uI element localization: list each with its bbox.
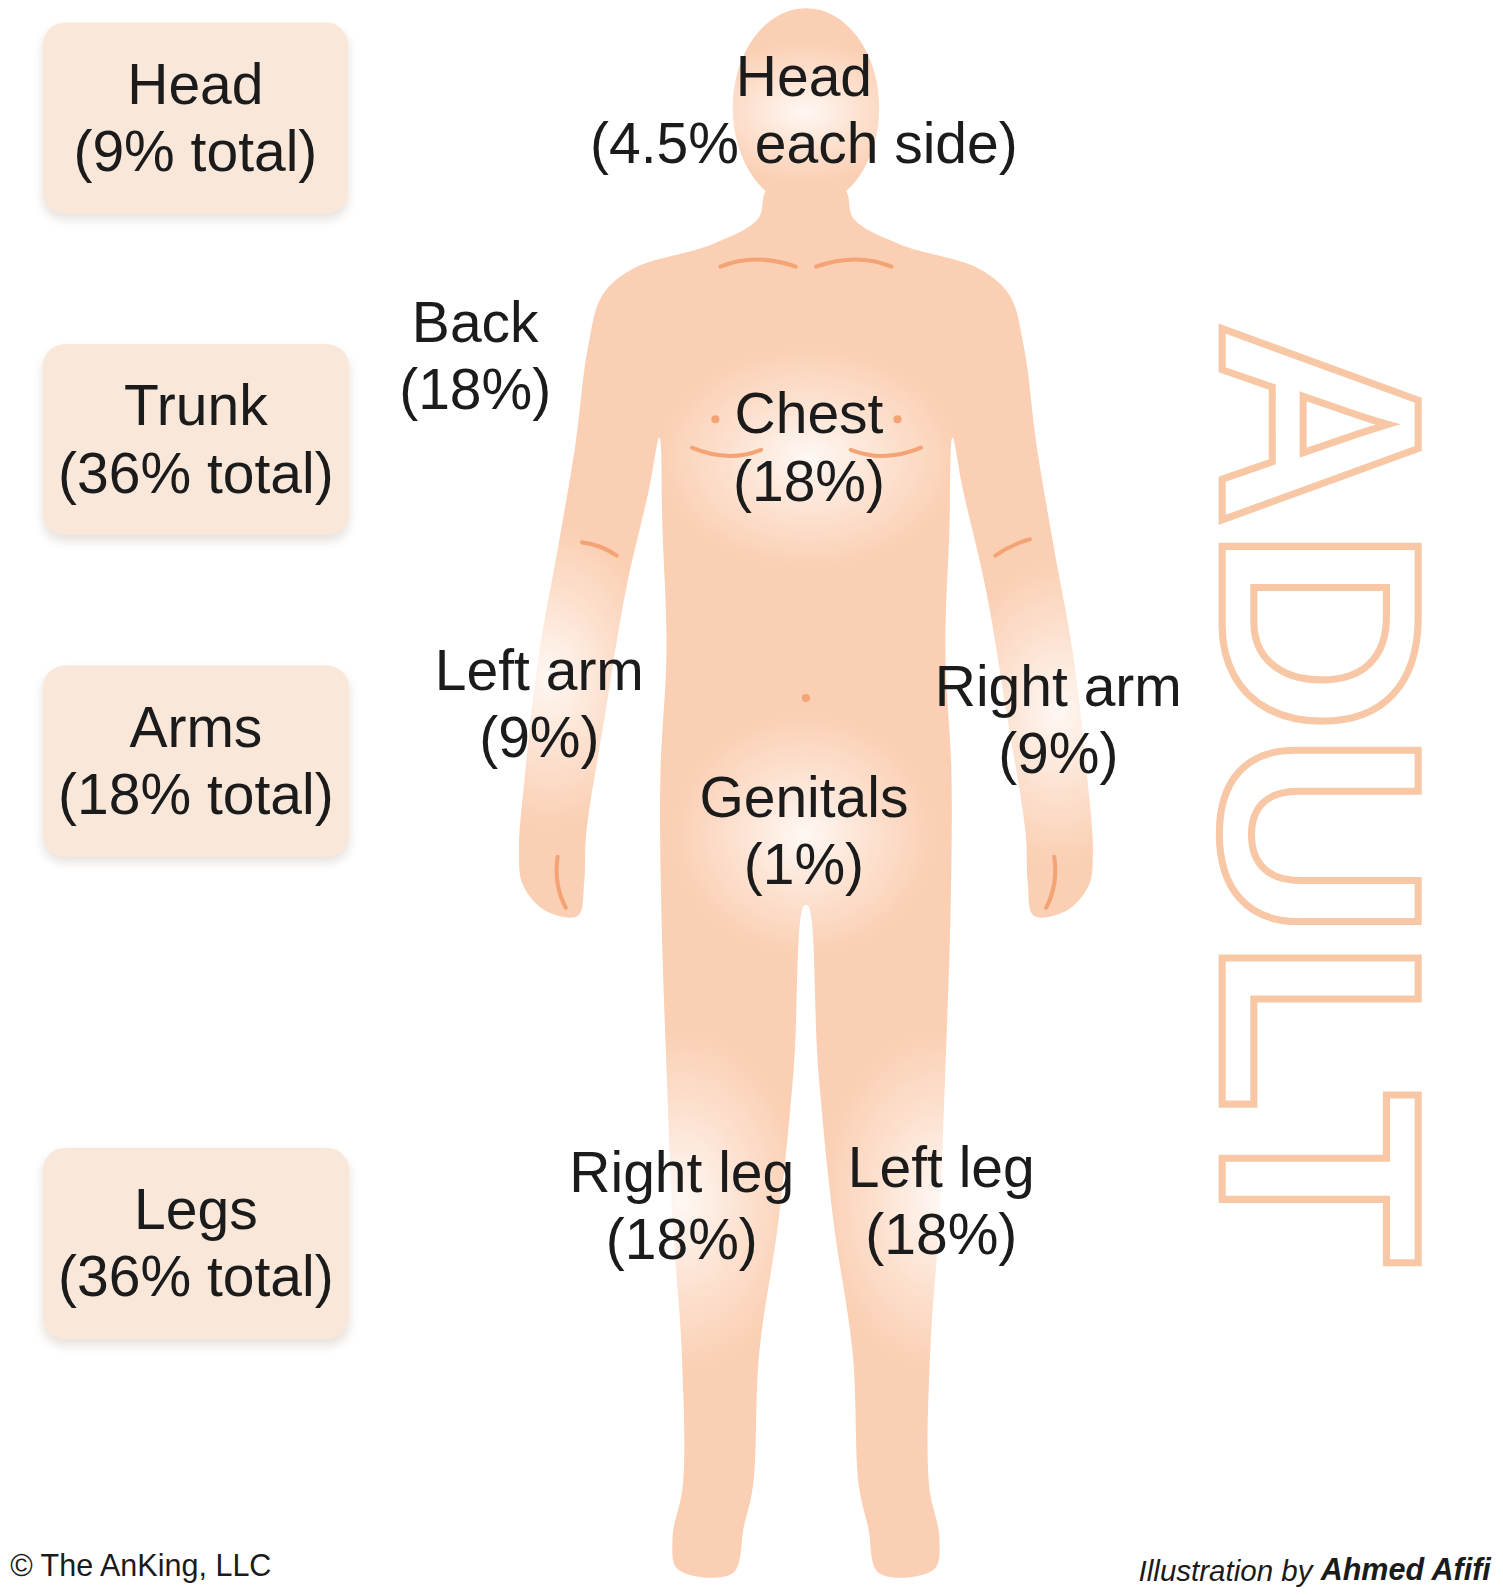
- region-total-text: Head (9% total): [70, 51, 320, 185]
- spacer: [887, 381, 889, 446]
- spacer: [730, 381, 732, 446]
- body-contour: [1046, 857, 1055, 908]
- label-wrap: Head (4.5% each side): [587, 43, 1022, 177]
- label-wrap: Genitals (1%): [696, 764, 912, 898]
- label-wrap: Illustration by: [1139, 1553, 1313, 1590]
- text-wrap: Head (9% total): [70, 51, 320, 185]
- label-wrap: Left leg (18%): [845, 1134, 1038, 1268]
- region-total-text: Legs (36% total): [55, 1176, 337, 1310]
- copyright-text: © The AnKing, LLC: [10, 1548, 271, 1585]
- spacer: [261, 1176, 337, 1241]
- spacer: [875, 43, 1021, 108]
- credit-text: Illustration by: [1139, 1553, 1313, 1590]
- region-total-box: Trunk (36% total): [43, 344, 349, 535]
- text-wrap: Legs (36% total): [55, 1176, 337, 1310]
- spacer: [271, 372, 337, 437]
- region-total-box: Arms (18% total): [43, 666, 349, 857]
- text-wrap: Arms (18% total): [55, 694, 337, 828]
- body-dot: [711, 415, 719, 423]
- body-contour: [720, 259, 795, 266]
- spacer: [70, 51, 124, 116]
- label-wrap: Right leg (18%): [566, 1139, 798, 1273]
- label-wrap: © The AnKing, LLC: [10, 1548, 271, 1585]
- body-contour: [582, 542, 617, 555]
- label-wrap: Back (18%): [396, 289, 555, 423]
- label-wrap: Ahmed Afifi: [1321, 1551, 1491, 1590]
- body-region-label: Right arm (9%): [932, 653, 1185, 787]
- spacer: [542, 289, 555, 354]
- spacer: [55, 1176, 131, 1241]
- label-wrap: ADULT: [1178, 322, 1463, 1266]
- spacer: [55, 372, 121, 437]
- body-contour: [557, 857, 566, 908]
- highlight: [672, 712, 937, 956]
- body-region-label: Back (18%): [396, 289, 555, 423]
- body-region-label: Genitals (1%): [696, 764, 912, 898]
- body-contour: [816, 259, 891, 266]
- region-total-text: Trunk (36% total): [55, 372, 337, 506]
- spacer: [266, 694, 337, 759]
- body-region-label: Chest (18%): [730, 381, 889, 515]
- credit-name: Ahmed Afifi: [1321, 1551, 1491, 1590]
- spacer: [267, 51, 321, 116]
- highlight: [656, 346, 961, 570]
- text-wrap: Trunk (36% total): [55, 372, 337, 506]
- label-wrap: Right arm (9%): [932, 653, 1185, 787]
- body-region-label: Left arm (9%): [431, 637, 647, 771]
- body-dot: [802, 694, 810, 702]
- label-wrap: Chest (18%): [730, 381, 889, 515]
- body-region-label: Right leg (18%): [566, 1139, 798, 1273]
- body-region-label: Left leg (18%): [845, 1134, 1038, 1268]
- watermark-text: ADULT: [1178, 322, 1463, 1266]
- label-wrap: Left arm (9%): [431, 637, 647, 771]
- body-region-label: Head (4.5% each side): [587, 43, 1022, 177]
- region-total-text: Arms (18% total): [55, 694, 337, 828]
- highlight: [560, 1028, 804, 1374]
- body-dot: [893, 415, 901, 423]
- body-contour: [995, 539, 1030, 555]
- spacer: [396, 289, 409, 354]
- highlight: [819, 1028, 1063, 1374]
- region-total-box: Legs (36% total): [43, 1148, 349, 1339]
- spacer: [587, 43, 733, 108]
- region-total-box: Head (9% total): [43, 22, 348, 213]
- body-silhouette: [519, 181, 1093, 1577]
- spacer: [55, 694, 126, 759]
